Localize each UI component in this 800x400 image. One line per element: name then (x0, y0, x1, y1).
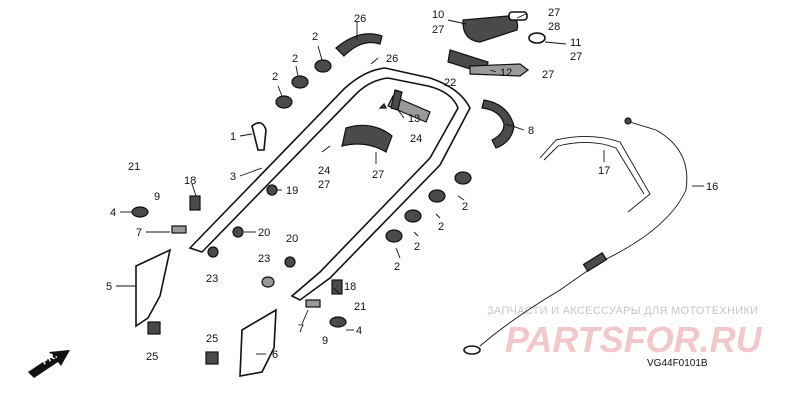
callout-2: 2 (394, 261, 400, 273)
hose-8-left (335, 33, 383, 57)
handle-frame (188, 67, 471, 301)
callout-4: 4 (356, 325, 362, 337)
bracket-17 (539, 135, 651, 213)
callout-28: 28 (548, 21, 560, 33)
callout-27: 27 (432, 24, 444, 36)
callout-25: 25 (146, 351, 158, 363)
callout-10: 10 (432, 9, 444, 21)
callout-7: 7 (298, 323, 304, 335)
callout-8: 26 (354, 13, 366, 25)
callout-25: 25 (206, 333, 218, 345)
callout-9: 9 (322, 335, 328, 347)
callout-18: 18 (344, 281, 356, 293)
grip-27 (341, 124, 393, 153)
callout-5: 5 (106, 281, 112, 293)
callout-2: 2 (438, 221, 444, 233)
callout-23: 23 (258, 253, 270, 265)
callout-9: 9 (154, 191, 160, 203)
callout-27: 27 (542, 69, 554, 81)
callout-27: 27 (318, 179, 330, 191)
callout-7: 7 (136, 227, 142, 239)
callout-24: 24 (410, 133, 422, 145)
lever-12 (447, 49, 529, 77)
callout-2: 2 (414, 241, 420, 253)
callout-21: 21 (128, 161, 140, 173)
callout-27: 27 (548, 7, 560, 19)
callout-2: 2 (292, 53, 298, 65)
callout-13: 13 (408, 113, 420, 125)
diagram-code: VG44F0101B (647, 358, 708, 369)
hose-8-right (481, 99, 515, 149)
callout-20: 20 (258, 227, 270, 239)
cable-16 (463, 117, 688, 355)
small-hardware (131, 102, 387, 328)
callout-24: 24 (318, 165, 330, 177)
callout-3: 3 (230, 171, 236, 183)
lever-assembly-10 (462, 11, 546, 44)
callout-16: 16 (706, 181, 718, 193)
leader-lines (116, 13, 704, 355)
callout-22: 22 (444, 77, 456, 89)
bracket-5 (135, 248, 172, 335)
callout-8: 8 (528, 125, 534, 137)
callouts: 26 2 2 2 26 10 27 27 28 11 27 12 27 22 1… (106, 7, 718, 363)
callout-6: 6 (272, 349, 278, 361)
clip-2-set (275, 59, 472, 243)
callout-18: 18 (184, 175, 196, 187)
front-arrow: FR. (28, 350, 70, 378)
callout-17: 17 (598, 165, 610, 177)
callout-21: 21 (354, 301, 366, 313)
callout-23: 23 (206, 273, 218, 285)
callout-19: 19 (286, 185, 298, 197)
callout-2: 2 (272, 71, 278, 83)
bracket-6 (205, 308, 277, 377)
callout-27: 27 (372, 169, 384, 181)
watermark-caption: ЗАПЧАСТИ И АКСЕССУАРЫ ДЛЯ МОТОТЕХНИКИ (487, 305, 758, 317)
callout-20: 20 (286, 233, 298, 245)
callout-2: 2 (312, 31, 318, 43)
callout-11: 11 (570, 37, 581, 49)
callout-4: 4 (110, 207, 116, 219)
callout-2: 2 (462, 201, 468, 213)
callout-27: 27 (570, 51, 582, 63)
watermark-logo: PARTSFOR.RU (505, 319, 763, 360)
callout-1: 1 (230, 131, 236, 143)
callout-26: 26 (386, 53, 398, 65)
callout-12: 12 (500, 67, 512, 79)
